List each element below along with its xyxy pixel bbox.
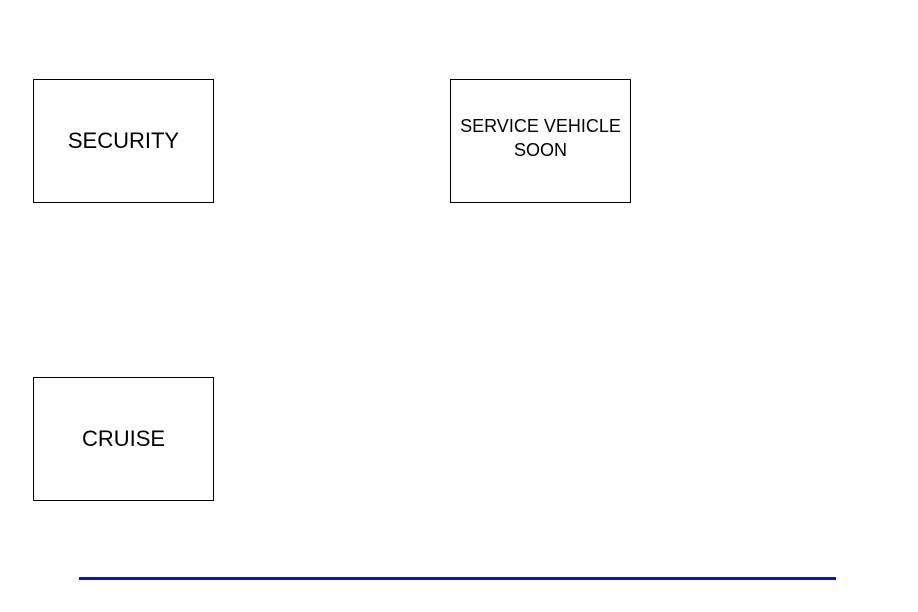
cruise-indicator-box: CRUISE [33, 377, 214, 501]
security-indicator-box: SECURITY [33, 79, 214, 203]
security-indicator-label: SECURITY [68, 128, 179, 154]
footer-divider-line [79, 577, 836, 580]
service-vehicle-soon-indicator-box: SERVICE VEHICLE SOON [450, 79, 631, 203]
service-vehicle-soon-indicator-label: SERVICE VEHICLE SOON [460, 114, 621, 162]
cruise-indicator-label: CRUISE [82, 426, 165, 452]
